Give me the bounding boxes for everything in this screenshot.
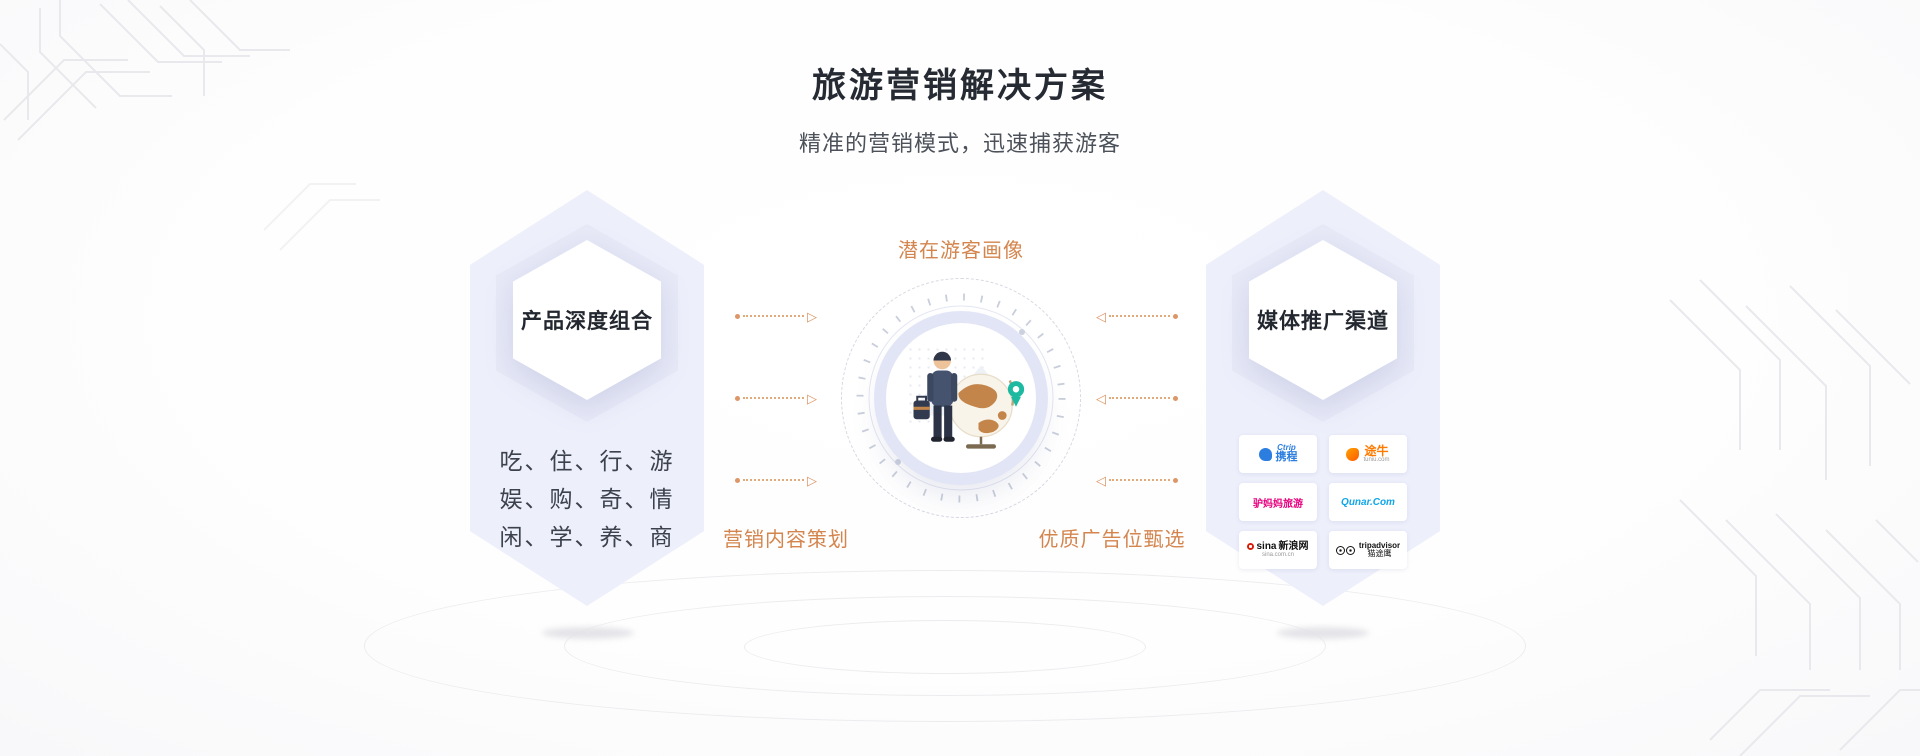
- flow-arrow-right-2: ◁: [1096, 391, 1178, 405]
- left-hexagon-badge: 产品深度组合: [513, 240, 661, 400]
- sina-eye-icon: [1247, 543, 1255, 551]
- arrow-dotted-line: [743, 479, 804, 481]
- media-channels-title: 媒体推广渠道: [1257, 310, 1389, 333]
- traveler-profile-dial: [841, 278, 1081, 518]
- logo-tripadvisor[interactable]: tripadvisor 猫途鹰: [1329, 531, 1407, 569]
- product-mix-title: 产品深度组合: [521, 310, 653, 333]
- tripadvisor-brand-text: tripadvisor: [1358, 540, 1401, 550]
- tripadvisor-owl-icon: [1335, 545, 1355, 555]
- circuit-decoration-top-left: [0, 0, 290, 141]
- lvmama-label-text: 驴妈妈旅游: [1253, 498, 1303, 510]
- dial-tick-ring: [856, 293, 1066, 503]
- logo-lvmama[interactable]: 驴妈妈旅游: [1239, 483, 1317, 521]
- arrow-dot: [735, 395, 740, 401]
- flow-arrow-left-1: ▷: [735, 309, 817, 323]
- product-mix-list: 吃、住、行、游 娱、购、奇、情 闲、学、养、商: [470, 442, 704, 556]
- arrow-dotted-line: [1109, 397, 1170, 399]
- ctrip-dolphin-icon: [1258, 447, 1272, 461]
- arrow-dot: [735, 477, 740, 483]
- tuniu-sub-text: tuniu.com: [1363, 457, 1390, 464]
- arrow-left-triangle-icon: ◁: [1096, 390, 1106, 406]
- arrow-dotted-line: [1109, 479, 1170, 481]
- ctrip-label-text: 携程: [1275, 451, 1298, 464]
- logo-ctrip[interactable]: Ctrip 携程: [1239, 435, 1317, 473]
- sina-sub-text: sina.com.cn: [1261, 552, 1294, 559]
- circuit-decoration-left-mid: [263, 183, 380, 251]
- right-hex-ground-shadow: [1277, 627, 1369, 639]
- product-mix-line: 吃、住、行、游: [499, 448, 675, 474]
- ground-ripple-middle: [564, 596, 1326, 696]
- traveler-globe-circle: [886, 323, 1036, 473]
- arrow-dot: [735, 313, 740, 319]
- ctrip-brand-text: Ctrip: [1277, 443, 1296, 453]
- logo-sina[interactable]: sina 新浪网 sina.com.cn: [1239, 531, 1317, 569]
- qunar-label-text: Qunar.Com: [1341, 496, 1395, 508]
- arrow-right-triangle-icon: ▷: [807, 308, 817, 324]
- arrow-dotted-line: [743, 397, 804, 399]
- media-logo-grid: Ctrip 携程 途牛 tuniu.com 驴妈妈旅游 Qunar.Com: [1239, 435, 1407, 569]
- arrow-left-triangle-icon: ◁: [1096, 308, 1106, 324]
- traveler-globe-illustration: [913, 351, 1025, 449]
- flow-arrow-right-3: ◁: [1096, 473, 1178, 487]
- tuniu-label-text: 途牛: [1364, 443, 1389, 458]
- arrow-dot: [1173, 395, 1178, 401]
- arrow-right-triangle-icon: ▷: [807, 390, 817, 406]
- label-ad-slot-selection: 优质广告位甄选: [1038, 529, 1186, 551]
- tripadvisor-label-text: 猫途鹰: [1367, 549, 1392, 558]
- sina-brand-text: sina: [1256, 540, 1277, 552]
- arrow-right-triangle-icon: ▷: [807, 472, 817, 488]
- media-channels-card: 媒体推广渠道 Ctrip 携程 途牛 tuniu.com 驴妈妈旅游: [1206, 190, 1440, 606]
- circuit-decoration-right: [1669, 279, 1919, 670]
- product-mix-card: 产品深度组合 吃、住、行、游 娱、购、奇、情 闲、学、养、商: [470, 190, 704, 606]
- logo-tuniu[interactable]: 途牛 tuniu.com: [1329, 435, 1407, 473]
- flow-arrow-left-2: ▷: [735, 391, 817, 405]
- ground-ripple-inner: [744, 620, 1146, 674]
- product-mix-line: 闲、学、养、商: [499, 524, 675, 550]
- page-subtitle: 精准的营销模式，迅速捕获游客: [798, 131, 1121, 156]
- right-hexagon-badge: 媒体推广渠道: [1249, 240, 1397, 400]
- label-traveler-profile: 潜在游客画像: [898, 240, 1024, 262]
- arrow-dotted-line: [1109, 315, 1170, 317]
- left-hex-ground-shadow: [542, 627, 634, 639]
- arrow-dotted-line: [743, 315, 804, 317]
- flow-arrow-left-3: ▷: [735, 473, 817, 487]
- logo-qunar[interactable]: Qunar.Com: [1329, 483, 1407, 521]
- arrow-left-triangle-icon: ◁: [1096, 472, 1106, 488]
- page-title: 旅游营销解决方案: [812, 67, 1108, 105]
- label-content-planning: 营销内容策划: [723, 529, 849, 551]
- dial-dashed-ring: [841, 278, 1081, 518]
- arrow-dot: [1173, 477, 1178, 483]
- circuit-decoration-bottom-right: [1709, 689, 1920, 756]
- sina-label-text: 新浪网: [1278, 540, 1309, 552]
- flow-arrow-right-1: ◁: [1096, 309, 1178, 323]
- product-mix-line: 娱、购、奇、情: [499, 486, 675, 512]
- tuniu-flame-icon: [1346, 447, 1360, 461]
- ground-ripple-outer: [364, 570, 1526, 722]
- arrow-dot: [1173, 313, 1178, 319]
